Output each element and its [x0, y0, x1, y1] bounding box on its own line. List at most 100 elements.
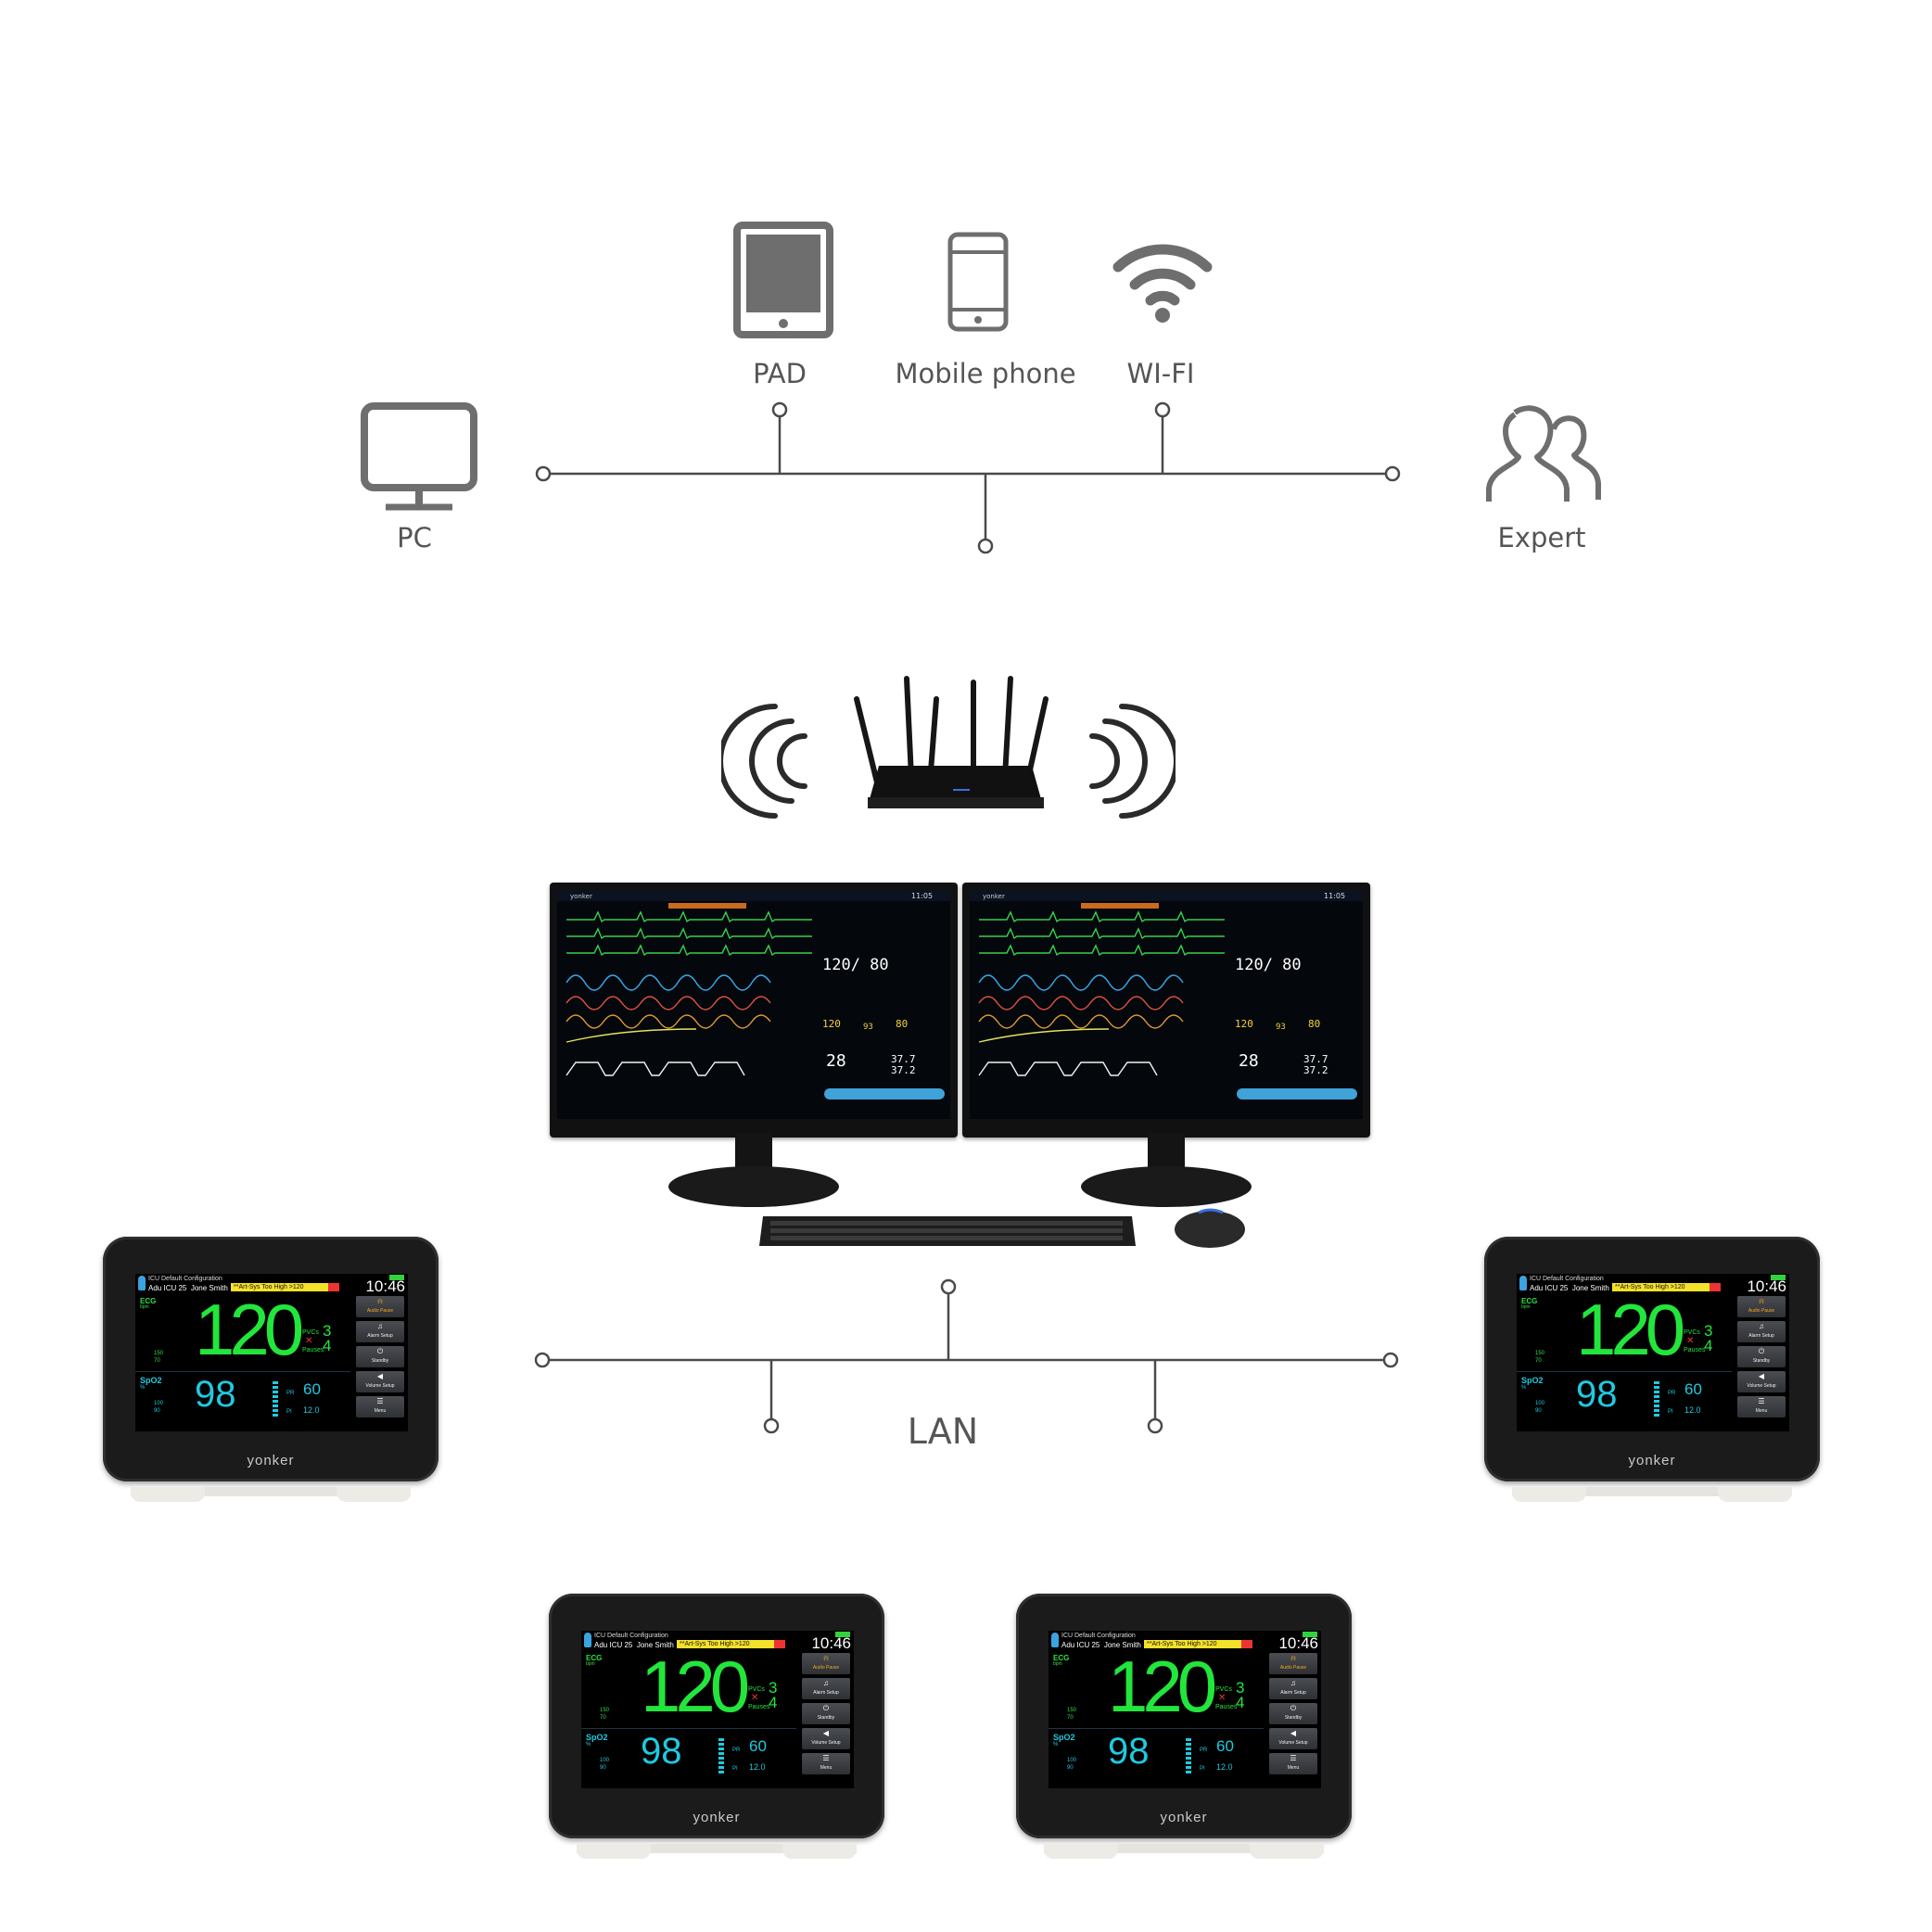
alarm-banner[interactable]: **Art-Sys Too High >120 — [231, 1283, 328, 1291]
alarm-setup-button[interactable]: ♫Alarm Setup — [1737, 1321, 1786, 1342]
pr-value: 60 — [749, 1737, 767, 1755]
pvcs-off-icon: ✕ — [1686, 1336, 1695, 1346]
battery-icon — [389, 1275, 404, 1280]
monitor-screen: ICU Default Configuration Adu ICU 25 Jon… — [581, 1631, 854, 1788]
alarm-indicator-icon — [328, 1283, 339, 1291]
svg-text:37.7: 37.7 — [891, 1053, 916, 1065]
patient-icon — [584, 1633, 591, 1647]
menu-button[interactable]: ☰Menu — [1269, 1753, 1317, 1774]
spo2-label: SpO2 — [1053, 1733, 1075, 1742]
alarm-banner[interactable]: **Art-Sys Too High >120 — [1144, 1640, 1241, 1648]
spo2-unit: % — [586, 1742, 591, 1748]
audio-pause-icon: ⍾ — [377, 1297, 383, 1305]
pi-label: PI — [1668, 1409, 1673, 1415]
spo2-unit: % — [140, 1385, 146, 1391]
brand-logo: yonker — [1628, 1453, 1676, 1468]
pauses-label: Pauses — [302, 1347, 324, 1354]
ecg-unit: bpm — [586, 1661, 595, 1667]
side-menu: ⍾Audio Pause ♫Alarm Setup ⏻Standby ◀Volu… — [802, 1653, 850, 1778]
audio-pause-button[interactable]: ⍾Audio Pause — [1269, 1653, 1317, 1674]
monitor-base — [1512, 1481, 1792, 1502]
svg-text:yonker: yonker — [983, 893, 1005, 900]
patient-icon — [138, 1276, 146, 1290]
pvcs-value: 3 — [769, 1679, 778, 1697]
side-menu: ⍾Audio Pause ♫Alarm Setup ⏻Standby ◀Volu… — [356, 1296, 404, 1421]
ecg-unit: bpm — [1053, 1661, 1062, 1667]
pvcs-label: PVCs — [1684, 1329, 1700, 1336]
ecg-label: ECG — [1521, 1297, 1538, 1305]
alarm-banner[interactable]: **Art-Sys Too High >120 — [677, 1640, 774, 1648]
pauses-label: Pauses — [1684, 1347, 1706, 1354]
side-menu: ⍾Audio Pause ♫Alarm Setup ⏻Standby ◀Volu… — [1737, 1296, 1786, 1421]
list-icon: ☰ — [1758, 1397, 1765, 1405]
mobile-phone-label: Mobile phone — [895, 358, 1076, 389]
standby-button[interactable]: ⏻Standby — [1737, 1346, 1786, 1367]
ecg-unit: bpm — [1521, 1304, 1531, 1310]
pr-value: 60 — [1684, 1380, 1702, 1398]
alarm-banner[interactable]: **Art-Sys Too High >120 — [1612, 1283, 1710, 1291]
mobile-phone-icon — [947, 232, 1009, 332]
users-icon — [1486, 405, 1601, 502]
brand-logo: yonker — [247, 1453, 295, 1468]
desktop-monitor-icon — [361, 402, 477, 511]
monitor-screen: ICU Default Configuration Adu ICU 25 Jon… — [135, 1274, 408, 1431]
pauses-value: 4 — [323, 1337, 332, 1354]
bell-icon: ♫ — [1759, 1322, 1764, 1330]
volume-setup-button[interactable]: ◀Volume Setup — [1737, 1371, 1786, 1392]
audio-pause-button[interactable]: ⍾Audio Pause — [1737, 1296, 1786, 1317]
menu-button[interactable]: ☰Menu — [802, 1753, 850, 1774]
power-icon: ⏻ — [376, 1347, 384, 1355]
pr-label: PR — [1668, 1391, 1676, 1396]
ecg-label: ECG — [140, 1297, 157, 1305]
bed-info: Adu ICU 25 Jone Smith — [594, 1641, 674, 1649]
pr-value: 60 — [1216, 1737, 1234, 1755]
pi-label: PI — [286, 1409, 292, 1415]
heart-rate-value: 120 — [641, 1646, 750, 1727]
perfusion-bar — [1186, 1738, 1191, 1775]
volume-setup-button[interactable]: ◀Volume Setup — [356, 1371, 404, 1392]
brand-logo: yonker — [1160, 1810, 1208, 1825]
pvcs-label: PVCs — [1215, 1686, 1232, 1693]
alarm-setup-button[interactable]: ♫Alarm Setup — [356, 1321, 404, 1342]
svg-text:28: 28 — [1239, 1051, 1259, 1071]
standby-button[interactable]: ⏻Standby — [1269, 1703, 1317, 1724]
heart-rate-value: 120 — [1576, 1289, 1685, 1370]
svg-text:120/ 80: 120/ 80 — [1235, 956, 1302, 974]
pvcs-label: PVCs — [302, 1329, 319, 1336]
bed-info: Adu ICU 25 Jone Smith — [148, 1284, 228, 1292]
monitor-base — [1044, 1838, 1324, 1859]
alarm-setup-button[interactable]: ♫Alarm Setup — [1269, 1678, 1317, 1699]
wireless-router — [721, 676, 1176, 819]
pad-label: PAD — [753, 358, 807, 389]
speaker-icon: ◀ — [1758, 1372, 1765, 1380]
spo2-label: SpO2 — [586, 1733, 608, 1742]
menu-button[interactable]: ☰Menu — [1737, 1396, 1786, 1417]
audio-pause-button[interactable]: ⍾Audio Pause — [356, 1296, 404, 1317]
audio-pause-button[interactable]: ⍾Audio Pause — [802, 1653, 850, 1674]
pr-label: PR — [732, 1748, 741, 1753]
svg-text:80: 80 — [1308, 1018, 1320, 1030]
heart-rate-value: 120 — [1108, 1646, 1217, 1727]
svg-text:120: 120 — [1235, 1018, 1253, 1030]
central-monitor-right: yonker 11:05 120/ 80 120 93 80 28 — [962, 883, 1370, 1138]
ecg-unit: bpm — [140, 1304, 149, 1310]
standby-button[interactable]: ⏻Standby — [356, 1346, 404, 1367]
alarm-setup-button[interactable]: ♫Alarm Setup — [802, 1678, 850, 1699]
standby-button[interactable]: ⏻Standby — [802, 1703, 850, 1724]
menu-button[interactable]: ☰Menu — [356, 1396, 404, 1417]
audio-pause-icon: ⍾ — [1759, 1297, 1764, 1305]
volume-setup-button[interactable]: ◀Volume Setup — [1269, 1728, 1317, 1749]
svg-text:93: 93 — [863, 1023, 873, 1032]
pvcs-value: 3 — [1236, 1679, 1245, 1697]
battery-icon — [1771, 1275, 1786, 1280]
volume-setup-button[interactable]: ◀Volume Setup — [802, 1728, 850, 1749]
spo2-value: 98 — [641, 1731, 682, 1772]
pi-value: 12.0 — [303, 1405, 320, 1415]
spo2-value: 98 — [195, 1374, 236, 1415]
config-name: ICU Default Configuration — [148, 1276, 222, 1282]
central-time: 11:05 — [911, 892, 933, 900]
list-icon: ☰ — [1290, 1754, 1297, 1762]
